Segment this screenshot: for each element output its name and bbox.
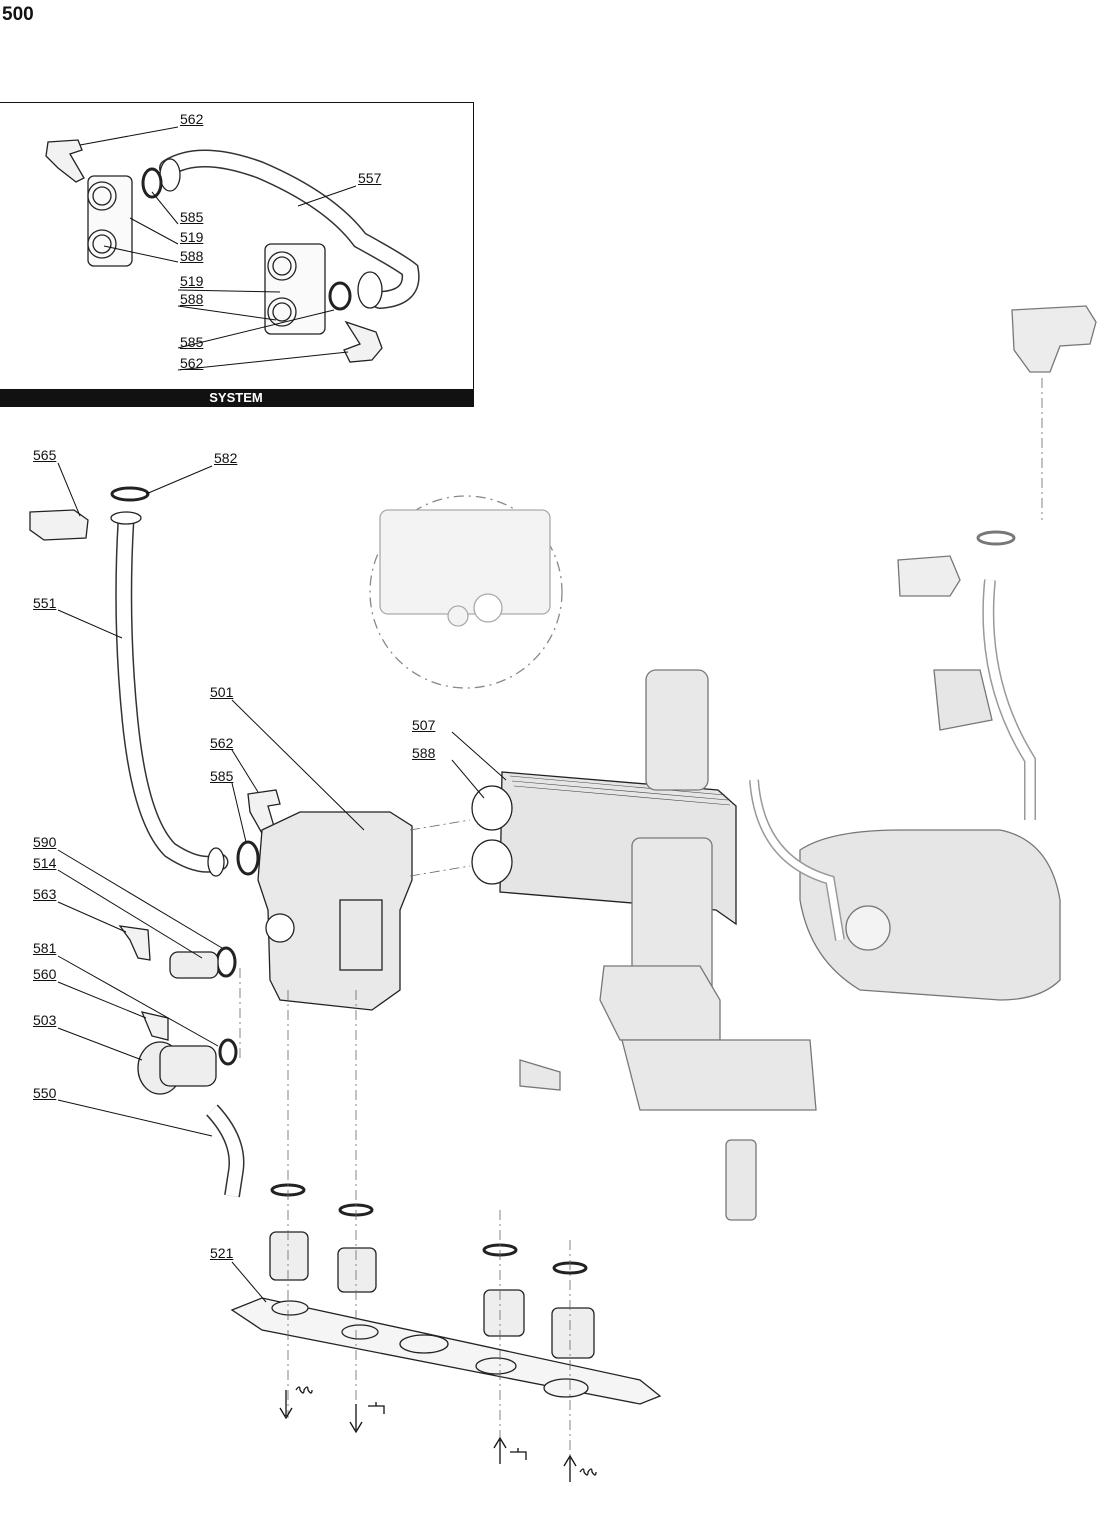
oring-585-main	[236, 840, 260, 876]
label-585-inset-bottom: 585	[180, 334, 204, 350]
oring-582	[110, 486, 150, 502]
label-562-inset-top: 562	[180, 111, 204, 127]
system-inset-frame: SYSTEM	[0, 102, 474, 407]
label-582: 582	[214, 450, 238, 466]
plate-521	[230, 1297, 662, 1405]
clip-565	[29, 509, 89, 541]
oring-581	[218, 1038, 238, 1066]
pipe-551	[110, 511, 229, 877]
pressure-switch	[1011, 305, 1097, 373]
central-group	[519, 669, 817, 1221]
pump-group	[799, 669, 1061, 1001]
label-562-main: 562	[210, 735, 234, 751]
clip-563	[118, 925, 151, 961]
label-551: 551	[33, 595, 57, 611]
inset-clip-562-bottom	[343, 320, 383, 363]
label-562-inset-bottom: 562	[180, 355, 204, 371]
inset-oring-585-top	[141, 167, 163, 199]
detail-circle	[369, 495, 563, 689]
hot-water-outlet-icon	[349, 1402, 385, 1434]
detail-exchanger	[379, 509, 551, 627]
label-503: 503	[33, 1012, 57, 1028]
label-550: 550	[33, 1085, 57, 1101]
cold-water-inlet-icon	[493, 1436, 527, 1464]
pipes-grey	[749, 579, 1036, 941]
heating-flow-icon	[279, 1386, 313, 1420]
label-585-inset-top: 585	[180, 209, 204, 225]
label-507: 507	[412, 717, 436, 733]
oring-590	[215, 946, 237, 978]
inset-manifold-519-left	[87, 175, 133, 267]
label-563: 563	[33, 886, 57, 902]
valve-503	[137, 1041, 217, 1095]
label-557: 557	[358, 170, 382, 186]
inset-manifold-519-right	[264, 243, 326, 335]
clip-560	[140, 1011, 169, 1041]
label-585-main: 585	[210, 768, 234, 784]
heating-return-icon	[563, 1454, 597, 1482]
label-590: 590	[33, 834, 57, 850]
label-565: 565	[33, 447, 57, 463]
label-581: 581	[33, 940, 57, 956]
cartridge-514	[169, 951, 219, 979]
drain-hose-550	[206, 1104, 245, 1198]
inset-oring-585-bottom	[328, 281, 352, 311]
label-588-inset-top: 588	[180, 248, 204, 264]
label-588-inset-bottom: 588	[180, 291, 204, 307]
system-inset-caption: SYSTEM	[0, 389, 473, 406]
label-519-inset-top: 519	[180, 229, 204, 245]
inset-clip-562-top	[45, 139, 85, 183]
inset-flow-pipe-557	[159, 149, 420, 309]
label-588-main: 588	[412, 745, 436, 761]
label-514: 514	[33, 855, 57, 871]
label-560: 560	[33, 966, 57, 982]
connector-top-right	[897, 555, 961, 597]
page-number: 500	[2, 4, 34, 25]
label-521: 521	[210, 1245, 234, 1261]
oring-top-right	[976, 530, 1016, 546]
hydraulic-block-501	[257, 811, 413, 1011]
label-501: 501	[210, 684, 234, 700]
label-519-inset-bottom: 519	[180, 273, 204, 289]
